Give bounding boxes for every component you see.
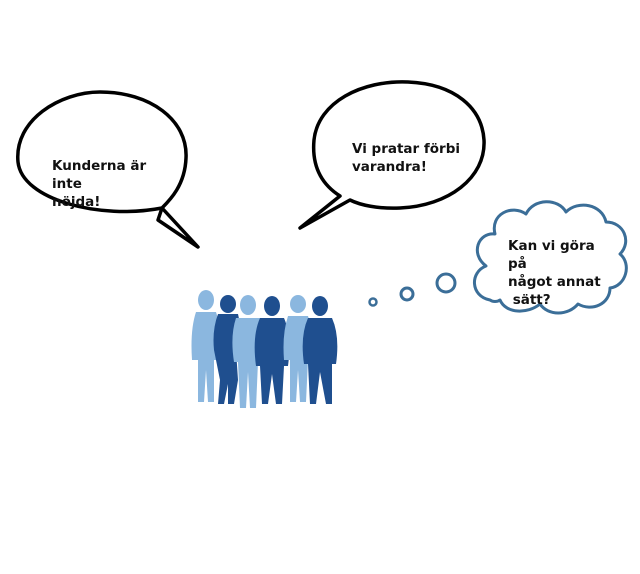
speech-bubble-left-line: nöjda! (52, 194, 101, 210)
speech-bubble-left-text: Kunderna är inte nöjda! (52, 157, 172, 211)
thought-cloud-line: Kan vi göra på (508, 238, 595, 272)
thought-cloud-line: något annat (508, 274, 601, 290)
speech-bubble-left (16, 90, 200, 249)
person-silhouette (254, 296, 290, 404)
people-group (191, 290, 338, 408)
speech-bubble-middle-line: varandra! (352, 159, 427, 175)
thought-circle-medium (399, 286, 415, 302)
thought-cloud (473, 200, 628, 315)
speech-bubble-middle-line: Vi pratar förbi (352, 141, 460, 157)
speech-bubble-middle-text: Vi pratar förbi varandra! (352, 140, 462, 176)
thought-circle-large (435, 272, 457, 294)
thought-cloud-line: sätt? (508, 292, 551, 308)
speech-bubble-left-line: Kunderna är inte (52, 158, 147, 192)
speech-bubble-middle (298, 80, 486, 230)
person-silhouette (191, 290, 221, 402)
thought-circle-small (368, 297, 378, 307)
person-silhouette (302, 296, 338, 404)
thought-cloud-text: Kan vi göra på något annat sätt? (508, 237, 612, 309)
